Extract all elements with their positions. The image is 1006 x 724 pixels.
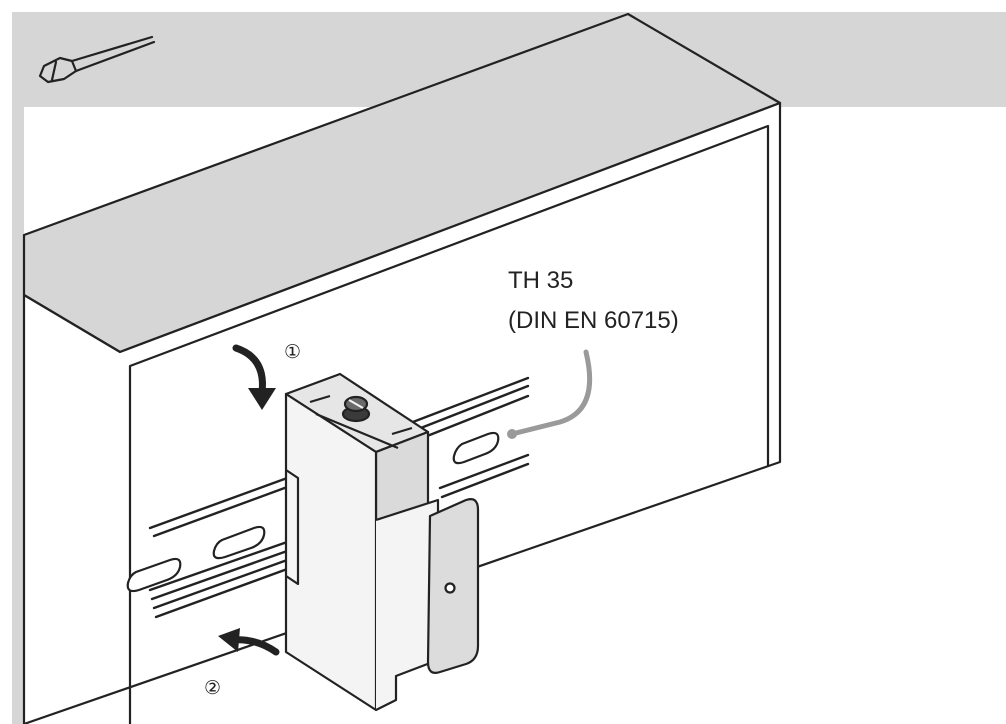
rail-slot [126, 557, 182, 593]
rail-label-line-2: (DIN EN 60715) [508, 307, 679, 334]
din-rail-lower-flange [148, 453, 530, 619]
device-top-edge-detail [309, 394, 413, 450]
rail-leader-line [509, 349, 593, 437]
rail-leader-dot [507, 429, 517, 439]
din-rail-device [284, 372, 480, 712]
din-rail-slots [126, 431, 500, 593]
device-right-step [375, 498, 440, 711]
cabinet-inner-frame [128, 124, 770, 724]
step-2-marker: ② [204, 678, 221, 699]
screwdriver-icon [38, 35, 156, 84]
left-margin-band [12, 12, 24, 724]
rail-slot [452, 431, 500, 465]
rail-label-line-1: TH 35 [508, 267, 573, 294]
din-rail [126, 376, 530, 619]
din-rail-upper-flange [148, 376, 530, 538]
device-clip-notch [285, 469, 300, 586]
device-terminal-screw [341, 395, 371, 423]
rail-slot [212, 525, 266, 560]
arrow-down-curved-icon [232, 344, 276, 410]
arrow-left-curved-icon [218, 628, 280, 656]
step-1-marker: ① [284, 342, 301, 363]
lid-screw [444, 582, 456, 594]
